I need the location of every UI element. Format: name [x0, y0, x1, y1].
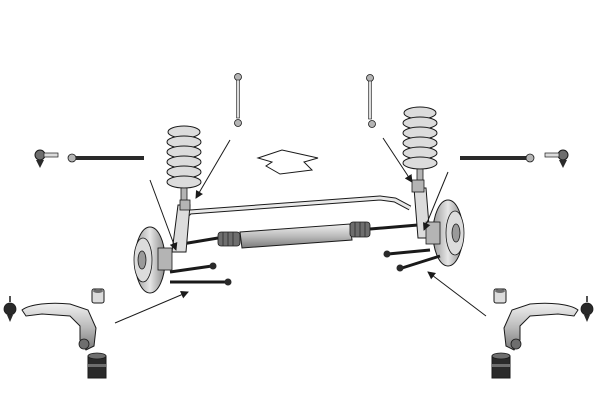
ball-joint-icon — [580, 296, 594, 322]
pointer-arm-left — [114, 291, 189, 324]
stabilizer-link-left — [234, 73, 242, 127]
bushing-icon — [91, 288, 105, 304]
brake-disc-icon — [133, 226, 173, 294]
coil-spring-right — [402, 106, 438, 190]
brake-disc-left — [133, 226, 173, 294]
coil-spring-left — [166, 125, 202, 209]
ball-joint-right — [580, 296, 594, 322]
inner-tie-rod-right — [460, 153, 535, 163]
stabilizer-link-right — [366, 74, 376, 128]
bushing-left-top — [91, 288, 105, 304]
stabilizer-link-icon — [366, 74, 376, 128]
rack-boot-left — [217, 231, 241, 247]
tie-rod-end-icon — [34, 149, 59, 168]
steering-rack-icon — [181, 221, 419, 249]
inner-tie-rod-icon — [460, 153, 535, 163]
tie-rod-end-right — [544, 149, 569, 168]
tie-rod-end-icon — [544, 149, 569, 168]
control-arm-left — [21, 302, 97, 351]
strut-left — [171, 199, 191, 253]
steering-rack — [181, 221, 419, 249]
bushing-right — [491, 352, 511, 379]
coil-spring-icon — [166, 125, 202, 209]
pointer-link-left — [195, 139, 231, 199]
stabilizer-link-icon — [234, 73, 242, 127]
pointer-strut-right — [422, 171, 449, 231]
control-arm-icon — [503, 302, 579, 351]
bushing-icon — [87, 352, 107, 379]
bushing-left — [87, 352, 107, 379]
bushing-right-top — [493, 288, 507, 304]
control-arm-icon — [21, 302, 97, 351]
brake-disc-right — [425, 199, 465, 267]
direction-arrow-icon — [256, 149, 319, 175]
stabilizer-bar — [184, 195, 412, 218]
rack-boot-right — [349, 221, 371, 238]
coil-spring-icon — [402, 106, 438, 190]
pointer-arrows — [114, 137, 487, 324]
tie-rod-end-left — [34, 149, 59, 168]
control-arm-right — [503, 302, 579, 351]
inner-tie-rod-left — [67, 153, 144, 163]
ball-joint-icon — [3, 296, 17, 322]
stabilizer-bar-icon — [184, 195, 412, 218]
ball-joint-left — [3, 296, 17, 322]
bushing-icon — [491, 352, 511, 379]
brake-disc-icon — [425, 199, 465, 267]
pointer-link-right — [382, 137, 413, 183]
pointer-strut-left — [149, 179, 178, 251]
lower-link-left — [169, 262, 232, 286]
inner-tie-rod-icon — [67, 153, 144, 163]
lower-link-right — [383, 248, 441, 272]
bushing-icon — [493, 288, 507, 304]
pointer-arm-right — [427, 271, 487, 317]
